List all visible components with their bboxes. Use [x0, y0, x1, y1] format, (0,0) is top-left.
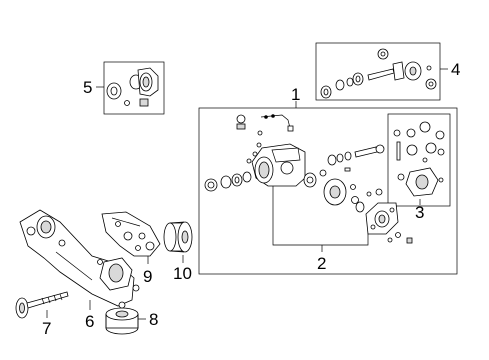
rear-cover: [365, 202, 413, 244]
callout-6: 6: [85, 312, 94, 331]
callout-1: 1: [291, 85, 300, 104]
callout-8: 8: [149, 310, 158, 329]
part-3-differential-gears: [393, 121, 445, 197]
part-4-pinion-set: [320, 48, 437, 99]
carrier-housing: [246, 142, 306, 187]
main-pinion-shaft: [303, 144, 385, 188]
part-9-support-bracket: [101, 211, 161, 257]
leader-2: [272, 185, 369, 246]
breather-tube: [236, 114, 294, 136]
part-8-cushion: [105, 301, 139, 335]
part-7-bolt: [15, 291, 69, 319]
part-5-bearing: [106, 67, 159, 107]
callout-7: 7: [42, 319, 51, 338]
callout-10: 10: [173, 264, 192, 283]
callout-2: 2: [317, 254, 326, 273]
box-main-assembly: [198, 107, 458, 275]
ring-gear: [323, 178, 383, 213]
callout-5: 5: [83, 78, 92, 97]
box-part-4: [315, 42, 441, 101]
callout-4: 4: [451, 60, 460, 79]
part-10-bushing: [163, 221, 193, 253]
box-part-3: [387, 113, 451, 207]
box-part-5: [103, 61, 165, 115]
part-6-mount-bracket: [19, 209, 140, 307]
callout-3: 3: [415, 203, 424, 222]
housing-seals-left: [204, 171, 252, 192]
callout-9: 9: [143, 267, 152, 286]
